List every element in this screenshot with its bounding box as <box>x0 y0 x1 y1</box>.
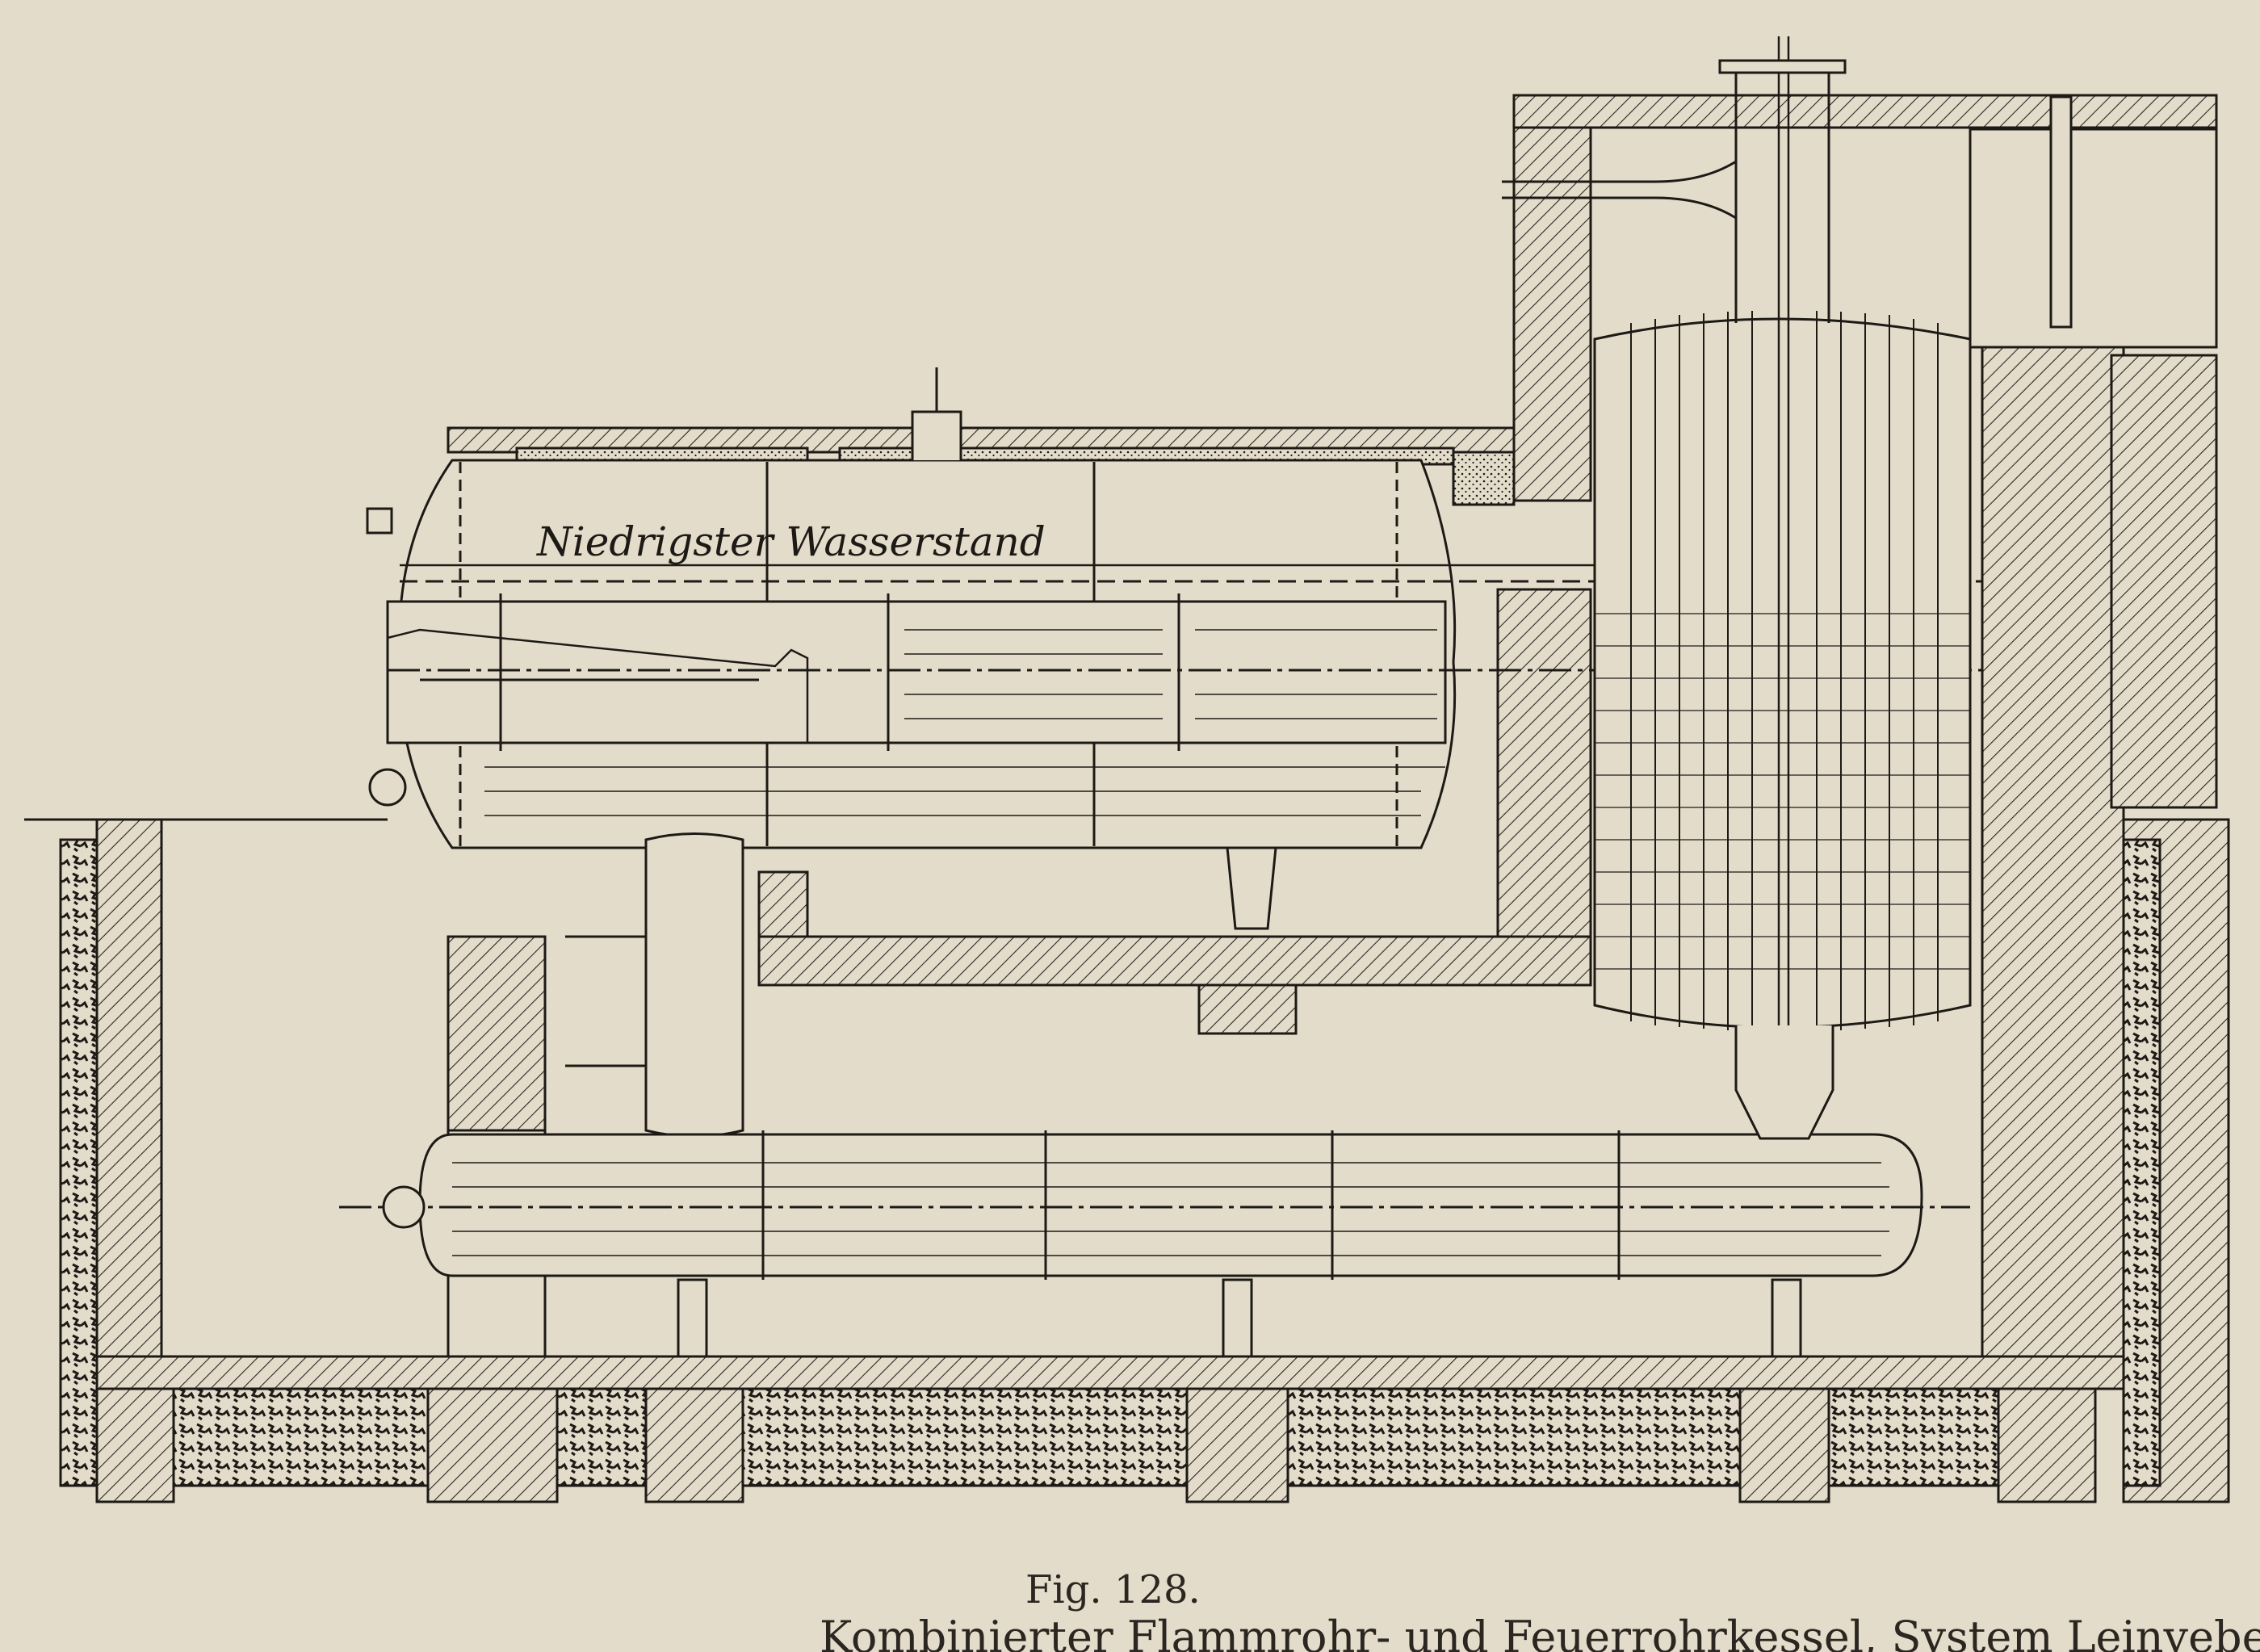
figure-title: Kombinierter Flammrohr- und Feuerrohrkes… <box>820 1612 2260 1652</box>
water-level-label: Niedrigster Wasserstand <box>536 518 1046 565</box>
lower-drum <box>339 1130 1970 1358</box>
vertical-fire-tube-boiler <box>1502 36 1972 1140</box>
horizontal-boiler <box>366 367 1982 930</box>
earth-fill <box>24 818 2229 1487</box>
caption: Fig. 128. Kombinierter Flammrohr- und Fe… <box>820 1567 2260 1652</box>
figure-number: Fig. 128. <box>1025 1567 1201 1612</box>
